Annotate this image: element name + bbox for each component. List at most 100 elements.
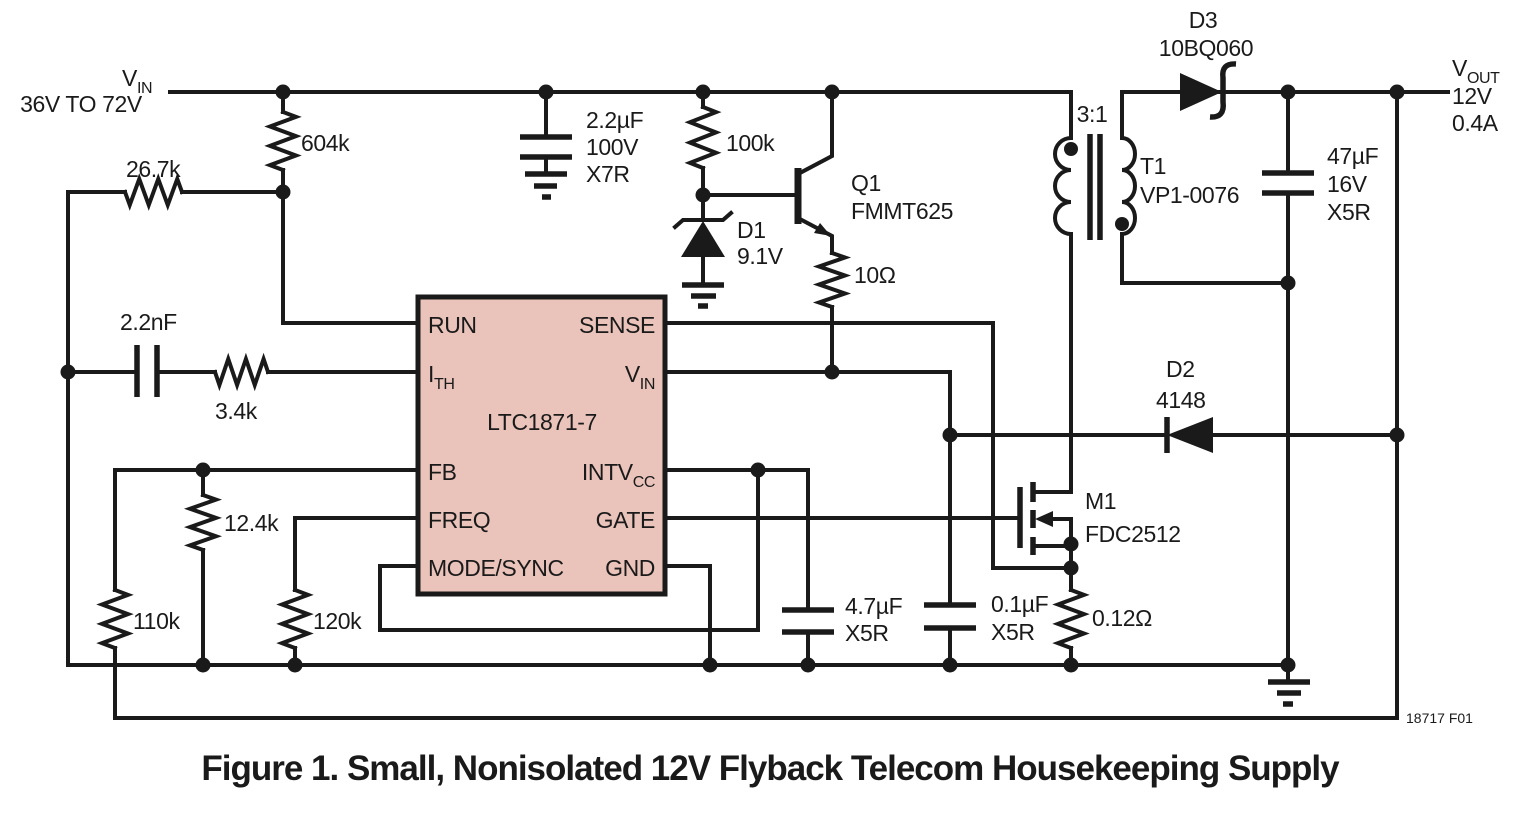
resistor-10r-symbol [812, 250, 852, 310]
label-q1-part: FMMT625 [851, 198, 953, 224]
label-resistor-120k: 120k [313, 608, 362, 634]
junction-dot [695, 187, 711, 203]
label-cap-4u7-value: 4.7µF [845, 593, 903, 619]
resistor-604k-symbol [264, 109, 302, 173]
d2-anode-triangle [1167, 417, 1213, 453]
diode-d3-schottky [1180, 61, 1237, 120]
capacitor-symbols [134, 134, 1314, 635]
ground-symbol-cin [525, 171, 567, 200]
m1-body-arrow [1035, 511, 1053, 527]
figure-caption: Figure 1. Small, Nonisolated 12V Flyback… [201, 749, 1340, 788]
wire-q1-collector [795, 90, 834, 177]
ground-symbol-main [1268, 679, 1310, 707]
label-cap-2u2-type: X7R [586, 161, 630, 187]
label-m1-ref: M1 [1085, 488, 1116, 514]
ic-part-number: LTC1871-7 [487, 409, 597, 435]
junction-dot [60, 364, 76, 380]
label-resistor-10r: 10Ω [854, 262, 896, 288]
ground-symbol-d1 [682, 282, 724, 309]
wire-primary-winding [1031, 90, 1073, 494]
capacitor-0u1-symbol [924, 602, 976, 631]
label-cap-2u2-rating: 100V [586, 134, 639, 160]
vout-terminal-label: VOUT [1452, 55, 1500, 87]
ic-pin-vin: VIN [625, 361, 655, 393]
vin-terminal-label: VIN [122, 65, 152, 97]
zener-cathode-bar [672, 210, 734, 230]
q1-emitter-arrow [814, 223, 831, 236]
transformer-phase-dot-secondary [1115, 217, 1129, 231]
ic-pin-mode-sync: MODE/SYNC [428, 555, 564, 581]
capacitor-2n2-symbol [134, 345, 160, 397]
label-resistor-100k: 100k [726, 130, 775, 156]
wire-ground-rail [66, 190, 1290, 667]
capacitor-2u2-symbol [520, 134, 572, 160]
label-resistor-0r12: 0.12Ω [1092, 605, 1152, 631]
mosfet-m1 [1017, 482, 1053, 555]
junction-dot [695, 84, 711, 100]
labels: VIN 36V TO 72V 604k 26.7k 2.2µF 100V X7R… [20, 7, 1500, 788]
zener-anode-triangle [681, 221, 725, 257]
label-resistor-3k4: 3.4k [215, 398, 258, 424]
label-cap-0u1-type: X5R [991, 619, 1035, 645]
junction-dot [1389, 84, 1405, 100]
junction-dot [1063, 560, 1079, 576]
junction-dot [287, 657, 303, 673]
label-d2-ref: D2 [1166, 356, 1195, 382]
wire-mode-sync-loop [378, 468, 760, 632]
capacitor-47u-symbol [1262, 170, 1314, 196]
diode-d1-zener [672, 210, 734, 257]
transformer-core [1087, 134, 1103, 240]
wire-sense [663, 321, 1073, 570]
label-t1-ref: T1 [1140, 153, 1166, 179]
label-cap-4u7-type: X5R [845, 620, 889, 646]
vout-voltage-label: 12V [1452, 83, 1493, 109]
d3-schottky-bar [1209, 61, 1237, 120]
label-q1-ref: Q1 [851, 170, 881, 196]
ic-pin-gnd: GND [605, 555, 655, 581]
resistor-100k-symbol [684, 104, 722, 171]
wire-gnd-pin [663, 564, 712, 667]
ic-body [415, 294, 668, 597]
junction-dot [942, 427, 958, 443]
label-d3-ref: D3 [1189, 7, 1218, 33]
resistor-0r12-symbol [1052, 587, 1090, 651]
transformer-phase-dot-primary [1064, 142, 1078, 156]
vin-range-label: 36V TO 72V [20, 91, 143, 117]
label-d1-ref: D1 [737, 217, 766, 243]
junction-dot [1280, 84, 1296, 100]
ic-pin-run: RUN [428, 312, 477, 338]
ic-pin-ith: ITH [428, 361, 455, 393]
label-cap-47u-value: 47µF [1327, 143, 1379, 169]
label-cap-2u2-value: 2.2µF [586, 107, 644, 133]
junction-dot [824, 364, 840, 380]
resistor-120k-symbol [276, 587, 314, 651]
capacitor-4u7-symbol [782, 607, 834, 635]
wire-run-branch [281, 90, 420, 325]
label-resistor-26k7: 26.7k [126, 156, 181, 182]
label-cap-47u-type: X5R [1327, 199, 1371, 225]
label-d2-part: 4148 [1156, 387, 1206, 413]
junction-dot [195, 657, 211, 673]
label-d3-part: 10BQ060 [1159, 35, 1253, 61]
junction-dot [824, 84, 840, 100]
junction-dot [702, 657, 718, 673]
d3-anode-triangle [1180, 73, 1222, 111]
ic-pin-fb: FB [428, 459, 457, 485]
resistor-12k4-symbol [183, 492, 223, 553]
label-m1-part: FDC2512 [1085, 521, 1181, 547]
label-cap-0u1-value: 0.1µF [991, 591, 1049, 617]
ic-pin-freq: FREQ [428, 507, 490, 533]
resistor-26k7-symbol [122, 173, 185, 211]
figure-code: 18717 F01 [1406, 710, 1473, 726]
junction-dot [1280, 275, 1296, 291]
vout-current-label: 0.4A [1452, 110, 1499, 136]
label-resistor-110k: 110k [133, 608, 180, 634]
junction-dot [195, 462, 211, 478]
resistor-symbols [96, 104, 1090, 651]
junction-dot [1063, 657, 1079, 673]
wire-vout-feedback [113, 90, 1399, 720]
wire-q1-emitter [795, 215, 834, 255]
junction-dot [538, 84, 554, 100]
label-cap-47u-rating: 16V [1327, 171, 1368, 197]
